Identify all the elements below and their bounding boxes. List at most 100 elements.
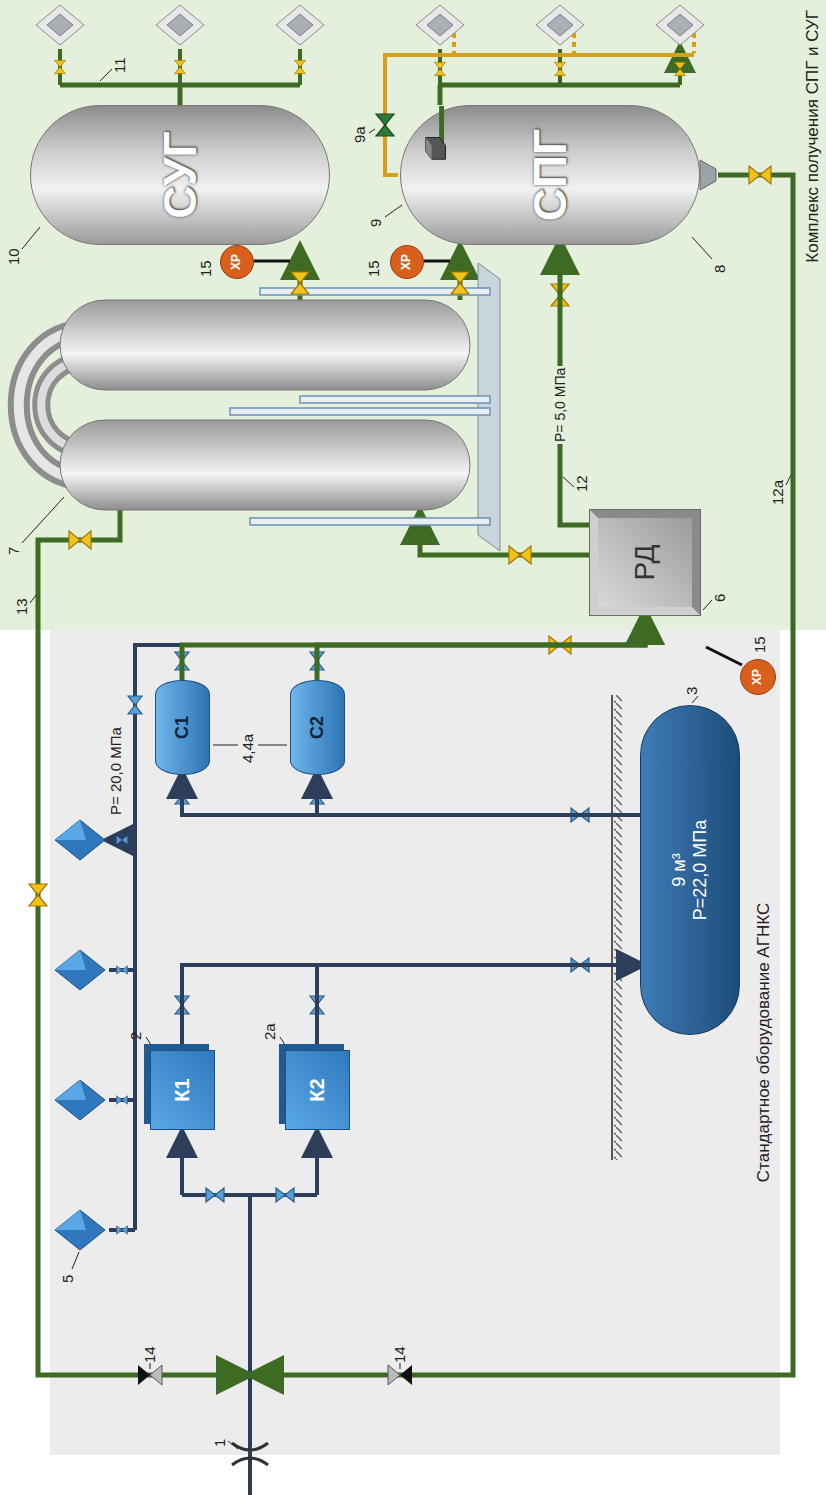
callout-number: 7 bbox=[6, 547, 23, 555]
pump-cube-top bbox=[426, 138, 432, 160]
storage-tank: 9 м³P=22,0 МПа bbox=[640, 705, 740, 1035]
expander-nozzle bbox=[700, 160, 716, 190]
leader bbox=[786, 475, 791, 485]
pipe-connector bbox=[182, 615, 645, 680]
pipe-connector bbox=[317, 615, 645, 680]
cooler-link bbox=[706, 647, 742, 665]
valve-9a bbox=[376, 114, 394, 136]
valve bbox=[749, 166, 771, 184]
leader bbox=[72, 1252, 79, 1269]
complex-panel: Комплекс получения СПГ и СУГ РД ХР ХР СУГ СПГ bbox=[0, 0, 826, 630]
callout-number: 15 bbox=[198, 260, 215, 277]
leader bbox=[22, 227, 40, 249]
callout-number: 14 bbox=[392, 1346, 409, 1363]
callout-number: 9a bbox=[352, 126, 369, 143]
leader bbox=[280, 1037, 287, 1048]
compressor-box: К2 bbox=[285, 1050, 350, 1130]
node-text: Комплекс получения СПГ и СУГ bbox=[803, 10, 823, 263]
flange bbox=[232, 1458, 268, 1465]
node-text: P=22,0 МПа bbox=[690, 820, 711, 921]
cooler-circle: ХР bbox=[220, 245, 254, 279]
pipe-connector bbox=[182, 775, 640, 815]
complex-panel-ground bbox=[0, 0, 826, 630]
pipe-connector bbox=[182, 965, 640, 1050]
leader bbox=[30, 595, 36, 603]
dispenser bbox=[536, 5, 584, 45]
callout-number: 9 bbox=[368, 219, 385, 227]
leader bbox=[213, 745, 238, 746]
callout-number: 5 bbox=[60, 1275, 77, 1283]
cooler-link bbox=[424, 260, 450, 263]
tube bbox=[230, 408, 490, 415]
dispenser bbox=[55, 1210, 105, 1250]
dispenser bbox=[55, 820, 105, 860]
valve bbox=[206, 1188, 224, 1202]
leader bbox=[228, 1441, 238, 1449]
leader bbox=[258, 745, 287, 746]
ground-line bbox=[611, 695, 613, 1160]
valve bbox=[509, 546, 531, 564]
cooler-circle: ХР bbox=[390, 245, 424, 279]
leader bbox=[150, 1363, 151, 1369]
dispenser bbox=[55, 1080, 105, 1120]
lng-tank: СПГ bbox=[400, 105, 700, 245]
pressure-regulator: РД bbox=[590, 510, 700, 615]
callout-number: 11 bbox=[112, 57, 129, 73]
node-text: СПГ bbox=[524, 129, 577, 221]
leader bbox=[100, 69, 112, 81]
inlet-split bbox=[182, 1193, 317, 1197]
leader bbox=[692, 696, 698, 703]
valve bbox=[451, 272, 469, 294]
exchanger-shell bbox=[60, 420, 470, 510]
pump-cube bbox=[426, 138, 446, 160]
pipe-connector bbox=[317, 775, 640, 815]
leader bbox=[146, 1037, 153, 1048]
valve bbox=[117, 966, 128, 974]
pressure-note: P= 20,0 МПа bbox=[108, 727, 125, 815]
valve bbox=[291, 272, 309, 294]
valve bbox=[69, 531, 91, 549]
valve bbox=[555, 62, 566, 75]
exchanger-shell bbox=[60, 300, 470, 390]
pipe bbox=[315, 1134, 319, 1195]
dispenser-headers bbox=[60, 85, 680, 105]
callout-number: 10 bbox=[6, 248, 23, 265]
node-text: СУГ bbox=[154, 131, 207, 218]
node-text: ХР bbox=[751, 669, 765, 685]
callout-number: 8 bbox=[712, 265, 729, 273]
heat-exchanger bbox=[19, 263, 500, 551]
compressor-box: К1 bbox=[150, 1050, 215, 1130]
dispenser bbox=[416, 5, 464, 45]
callout-number: 15 bbox=[366, 260, 383, 277]
tube bbox=[300, 396, 490, 403]
pipe-connector bbox=[317, 965, 640, 1050]
dispenser bbox=[55, 950, 105, 990]
node-text: К1 bbox=[171, 1078, 194, 1101]
valves bbox=[29, 60, 771, 1385]
pressure-note: P= 5,0 МПа bbox=[553, 366, 568, 444]
cooler-circle: ХР bbox=[740, 659, 776, 695]
lpg-tank: СУГ bbox=[30, 105, 330, 245]
hatch bbox=[614, 695, 622, 1160]
valve bbox=[128, 696, 142, 714]
dispenser bbox=[156, 5, 204, 45]
callout-number: 3 bbox=[684, 687, 701, 695]
return-pipe-13 bbox=[38, 510, 246, 1375]
tube bbox=[250, 518, 490, 525]
leader bbox=[692, 237, 712, 259]
pipe-symbol bbox=[232, 1443, 268, 1465]
storage-cylinder: С2 bbox=[290, 680, 345, 775]
valve bbox=[117, 836, 128, 844]
dispensers-lng-lpg bbox=[36, 5, 704, 45]
node-text: РД bbox=[629, 545, 661, 581]
pipe bbox=[180, 1134, 184, 1195]
complex-pipes bbox=[38, 49, 793, 1375]
node-text: С2 bbox=[307, 716, 328, 739]
dispensers-cng bbox=[55, 820, 105, 1250]
tube-legs bbox=[230, 288, 490, 525]
callout-number: 2a bbox=[262, 1023, 279, 1040]
node-text: ХР bbox=[230, 254, 244, 270]
callout-number: 13 bbox=[14, 598, 31, 615]
leader bbox=[22, 497, 64, 543]
